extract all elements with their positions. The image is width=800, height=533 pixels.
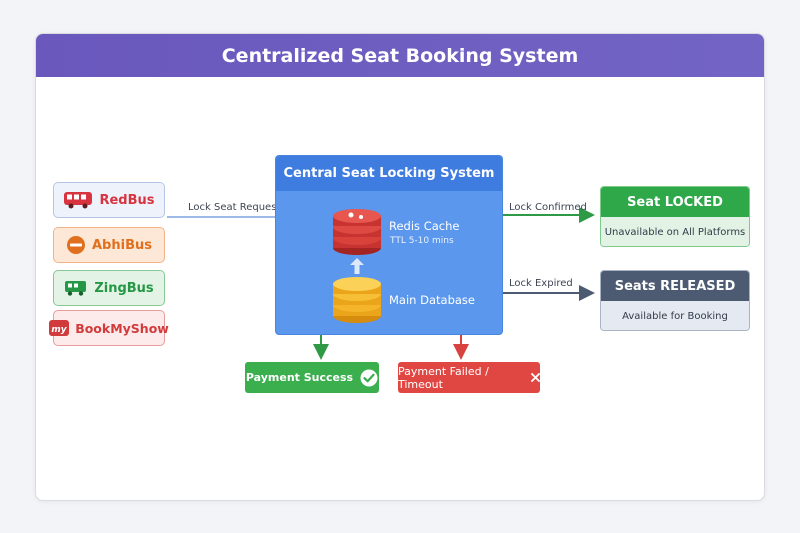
redis-cache-label: Redis Cache bbox=[389, 219, 460, 233]
diagram-card: Centralized Seat Booking System bbox=[35, 33, 765, 501]
page-title: Centralized Seat Booking System bbox=[221, 44, 579, 67]
logo-text: my bbox=[52, 325, 68, 335]
main-database-label: Main Database bbox=[389, 293, 475, 307]
central-title: Central Seat Locking System bbox=[276, 156, 502, 191]
arrow-up-icon bbox=[350, 258, 364, 279]
abhibus-logo-icon bbox=[66, 235, 86, 255]
payment-success-box: Payment Success bbox=[245, 362, 379, 393]
platform-name: BookMyShow bbox=[75, 320, 169, 336]
platform-zingbus: ZingBus bbox=[53, 270, 165, 306]
close-icon bbox=[531, 373, 540, 382]
seats-released-box: Seats RELEASED Available for Booking bbox=[600, 270, 750, 331]
bus-icon bbox=[63, 191, 93, 209]
lock-expired-label: Lock Expired bbox=[509, 278, 573, 289]
platform-abhibus: AbhiBus bbox=[53, 227, 165, 263]
payment-failed-box: Payment Failed / Timeout bbox=[398, 362, 540, 393]
bookmyshow-logo-icon: my bbox=[49, 319, 70, 337]
platform-name: ZingBus bbox=[94, 280, 154, 296]
seat-locked-title: Seat LOCKED bbox=[601, 187, 749, 217]
central-locking-system: Central Seat Locking System Redis Cache … bbox=[275, 155, 503, 335]
payment-failed-label: Payment Failed / Timeout bbox=[398, 364, 489, 391]
platform-redbus: RedBus bbox=[53, 182, 165, 218]
header-bar: Centralized Seat Booking System bbox=[36, 34, 764, 77]
seat-locked-box: Seat LOCKED Unavailable on All Platforms bbox=[600, 186, 750, 247]
platform-name: AbhiBus bbox=[92, 237, 152, 253]
platform-name: RedBus bbox=[99, 192, 155, 208]
database-icon bbox=[331, 276, 383, 329]
seats-released-title: Seats RELEASED bbox=[601, 271, 749, 301]
payment-success-label: Payment Success bbox=[245, 371, 354, 384]
seat-locked-desc: Unavailable on All Platforms bbox=[601, 217, 749, 246]
check-circle-icon bbox=[360, 369, 378, 387]
platform-bookmyshow: my BookMyShow bbox=[49, 310, 169, 346]
seats-released-desc: Available for Booking bbox=[601, 301, 749, 330]
lock-confirmed-label: Lock Confirmed bbox=[509, 202, 587, 213]
redis-ttl-label: TTL 5-10 mins bbox=[390, 236, 454, 246]
redis-cache-icon bbox=[331, 206, 383, 263]
lock-request-label: Lock Seat Request bbox=[188, 202, 281, 213]
bus-icon bbox=[64, 279, 88, 297]
